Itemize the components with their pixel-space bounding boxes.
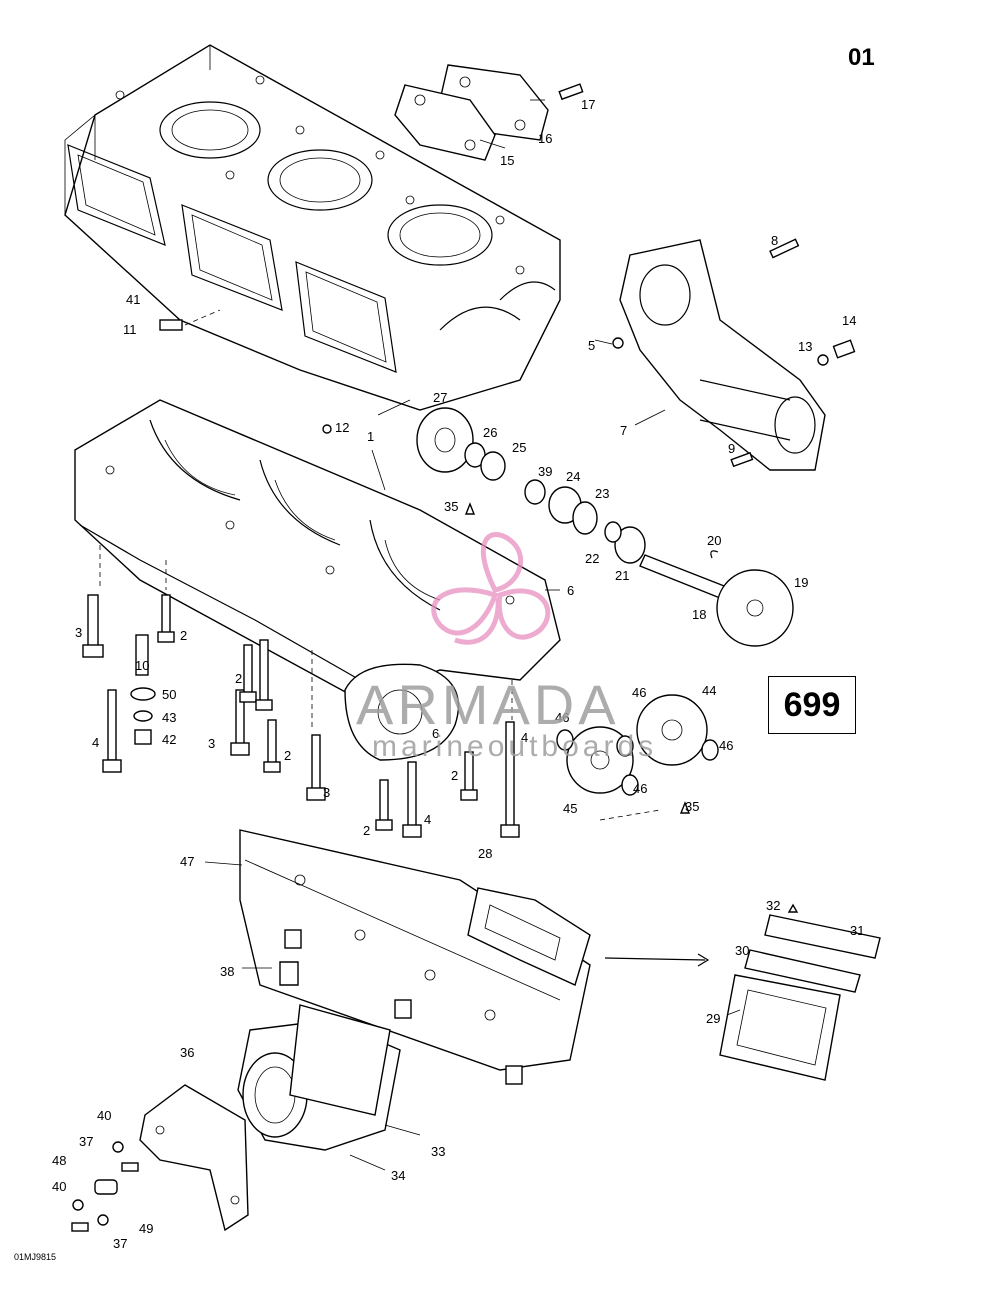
part-label: 39 — [538, 464, 552, 479]
part-label: 40 — [97, 1108, 111, 1123]
part-label: 2 — [284, 748, 291, 763]
part-label: 30 — [735, 943, 749, 958]
part-label: 11 — [123, 322, 137, 337]
part-label: 13 — [798, 339, 812, 354]
part-label: 18 — [692, 607, 706, 622]
part-label: 3 — [75, 625, 82, 640]
part-label: 22 — [585, 551, 599, 566]
part-label: 36 — [180, 1045, 194, 1060]
page-number: 01 — [848, 44, 875, 71]
rotary-valve-cover — [619, 239, 826, 471]
part-label: 42 — [162, 732, 176, 747]
part-label: 40 — [52, 1179, 66, 1194]
part-label: 44 — [702, 683, 716, 698]
reed-valve-center — [467, 887, 591, 986]
part-label: 47 — [180, 854, 194, 869]
part-label: 35 — [444, 499, 458, 514]
gasket-plates — [394, 64, 549, 161]
part-label: 35 — [685, 799, 699, 814]
carb-adapter — [237, 1004, 401, 1151]
part-label: 24 — [566, 469, 580, 484]
part-label: 45 — [563, 801, 577, 816]
part-label: 46 — [632, 685, 646, 700]
logo-petal — [480, 532, 524, 593]
part-label: 41 — [126, 292, 140, 307]
part-label: 32 — [766, 898, 780, 913]
arrow-head — [697, 953, 710, 967]
reed-valve-detail — [719, 914, 881, 1081]
part-label: 6 — [432, 726, 439, 741]
part-label: 5 — [588, 338, 595, 353]
part-label: 6 — [567, 583, 574, 598]
part-label: 2 — [451, 768, 458, 783]
part-label: 10 — [135, 658, 149, 673]
part-label: 38 — [220, 964, 234, 979]
part-label: 37 — [113, 1236, 127, 1251]
part-label: 4 — [92, 735, 99, 750]
part-label: 12 — [335, 420, 349, 435]
pump-drive-assembly — [416, 407, 646, 564]
part-label: 49 — [139, 1221, 153, 1236]
fasteners — [82, 83, 856, 838]
part-label: 25 — [512, 440, 526, 455]
image-id: 01MJ9815 — [14, 1252, 57, 1262]
part-label: 17 — [581, 97, 595, 112]
watermark-logo — [431, 532, 551, 645]
part-label: 9 — [728, 441, 735, 456]
part-callouts: 1 2 2 2 2 2 3 3 3 4 4 4 5 6 6 7 8 9 10 1… — [52, 97, 864, 1251]
part-label: 50 — [162, 687, 176, 702]
part-label: 15 — [500, 153, 514, 168]
part-label: 46 — [555, 710, 569, 725]
part-label: 27 — [433, 390, 447, 405]
part-label: 14 — [842, 313, 856, 328]
balancer-gears — [556, 694, 719, 796]
part-label: 2 — [180, 628, 187, 643]
part-label: 4 — [521, 730, 528, 745]
part-label: 34 — [391, 1168, 405, 1183]
drive-shaft-gear — [639, 550, 794, 647]
part-label: 21 — [615, 568, 629, 583]
assembly-center-lines — [99, 309, 661, 821]
part-label: 19 — [794, 575, 808, 590]
part-label: 7 — [620, 423, 627, 438]
part-label: 2 — [363, 823, 370, 838]
part-label: 46 — [633, 781, 647, 796]
part-label: 26 — [483, 425, 497, 440]
part-label: 43 — [162, 710, 176, 725]
arrow-to-detail — [604, 957, 706, 961]
part-label: 20 — [707, 533, 721, 548]
part-label: 3 — [208, 736, 215, 751]
part-label: 28 — [478, 846, 492, 861]
part-label: 8 — [771, 233, 778, 248]
part-label: 46 — [719, 738, 733, 753]
small-parts — [279, 424, 799, 986]
logo-petal — [454, 597, 501, 645]
part-label: 37 — [79, 1134, 93, 1149]
reference-number-box: 699 — [768, 676, 856, 734]
leader-lines — [204, 99, 741, 1171]
part-label: 16 — [538, 131, 552, 146]
part-label: 2 — [235, 671, 242, 686]
watermark-subtitle: marineoutboards — [372, 730, 658, 763]
part-label: 4 — [424, 812, 431, 827]
part-label: 23 — [595, 486, 609, 501]
part-label: 33 — [431, 1144, 445, 1159]
part-label: 3 — [323, 785, 330, 800]
part-label: 48 — [52, 1153, 66, 1168]
part-label: 1 — [367, 429, 374, 444]
part-label: 29 — [706, 1011, 720, 1026]
part-label: 31 — [850, 923, 864, 938]
logo-petal — [431, 587, 499, 636]
watermark-title: ARMADA — [356, 673, 620, 736]
logo-petal — [496, 588, 551, 640]
upper-crankcase — [64, 44, 561, 411]
mounting-bracket — [71, 1084, 249, 1232]
